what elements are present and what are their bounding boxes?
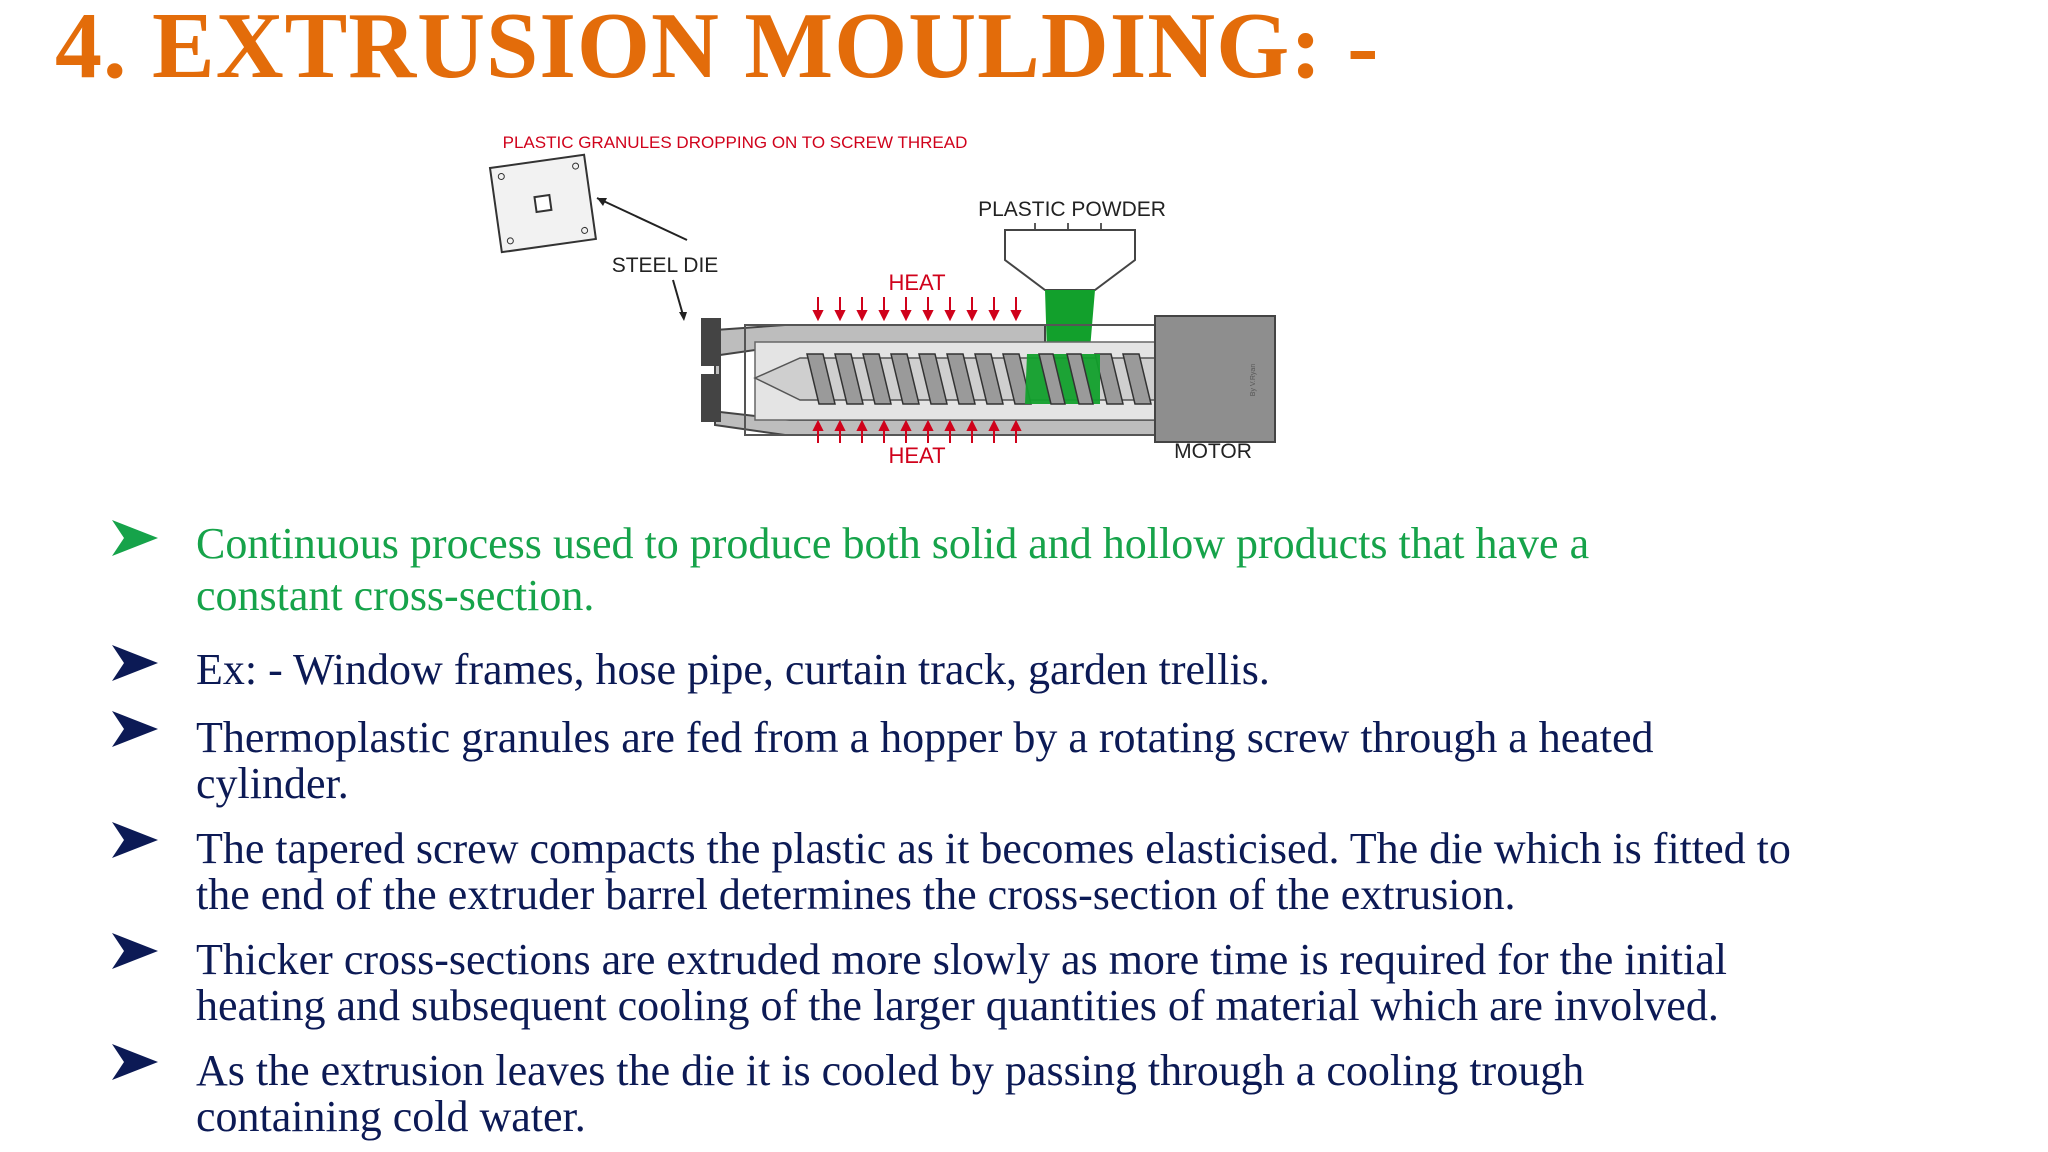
plastic-powder-label: PLASTIC POWDER <box>978 198 1166 221</box>
bullet-text: Thicker cross-sections are extruded more… <box>196 935 1727 1030</box>
bullet-item: Thicker cross-sections are extruded more… <box>110 925 2030 1029</box>
motor-label: MOTOR <box>1174 440 1252 463</box>
steel-die <box>701 318 721 366</box>
heat-arrows-bottom <box>812 419 1022 443</box>
die-pointer-arrow <box>596 197 688 241</box>
slide-title: 4. EXTRUSION MOULDING: - <box>55 0 1380 98</box>
bullet-arrow-icon <box>112 1044 158 1080</box>
heat-label-bottom: HEAT <box>888 443 945 468</box>
bullet-arrow-icon <box>112 711 158 747</box>
diagram-credit: By V.Ryan <box>1250 364 1257 397</box>
bullet-arrow-icon <box>112 645 158 681</box>
heat-label-top: HEAT <box>888 270 945 295</box>
bullet-text: Thermoplastic granules are fed from a ho… <box>196 713 1654 808</box>
screw-flights <box>806 353 1152 405</box>
bullet-text: As the extrusion leaves the die it is co… <box>196 1046 1585 1141</box>
extrusion-diagram: PLASTIC GRANULES DROPPING ON TO SCREW TH… <box>488 133 1276 468</box>
hopper <box>1004 229 1136 291</box>
bullet-item: Ex: - Window frames, hose pipe, curtain … <box>110 637 2030 697</box>
motor <box>1154 315 1276 443</box>
bullet-item: The tapered screw compacts the plastic a… <box>110 814 2030 918</box>
bullet-arrow-icon <box>112 822 158 858</box>
bullet-text: Ex: - Window frames, hose pipe, curtain … <box>196 645 1270 694</box>
heat-arrows-top <box>812 297 1022 322</box>
steel-die-icon <box>488 153 598 254</box>
bullet-item: Thermoplastic granules are fed from a ho… <box>110 703 2030 807</box>
steel-die-label: STEEL DIE <box>612 254 719 277</box>
bullet-arrow-icon <box>112 520 158 556</box>
bullet-text: The tapered screw compacts the plastic a… <box>196 824 1791 919</box>
bullet-item: Continuous process used to produce both … <box>110 518 2030 628</box>
diagram-top-label: PLASTIC GRANULES DROPPING ON TO SCREW TH… <box>503 133 968 152</box>
bullet-arrow-icon <box>112 933 158 969</box>
bullet-item: As the extrusion leaves the die it is co… <box>110 1036 2030 1140</box>
bullet-text: Continuous process used to produce both … <box>196 519 1590 620</box>
